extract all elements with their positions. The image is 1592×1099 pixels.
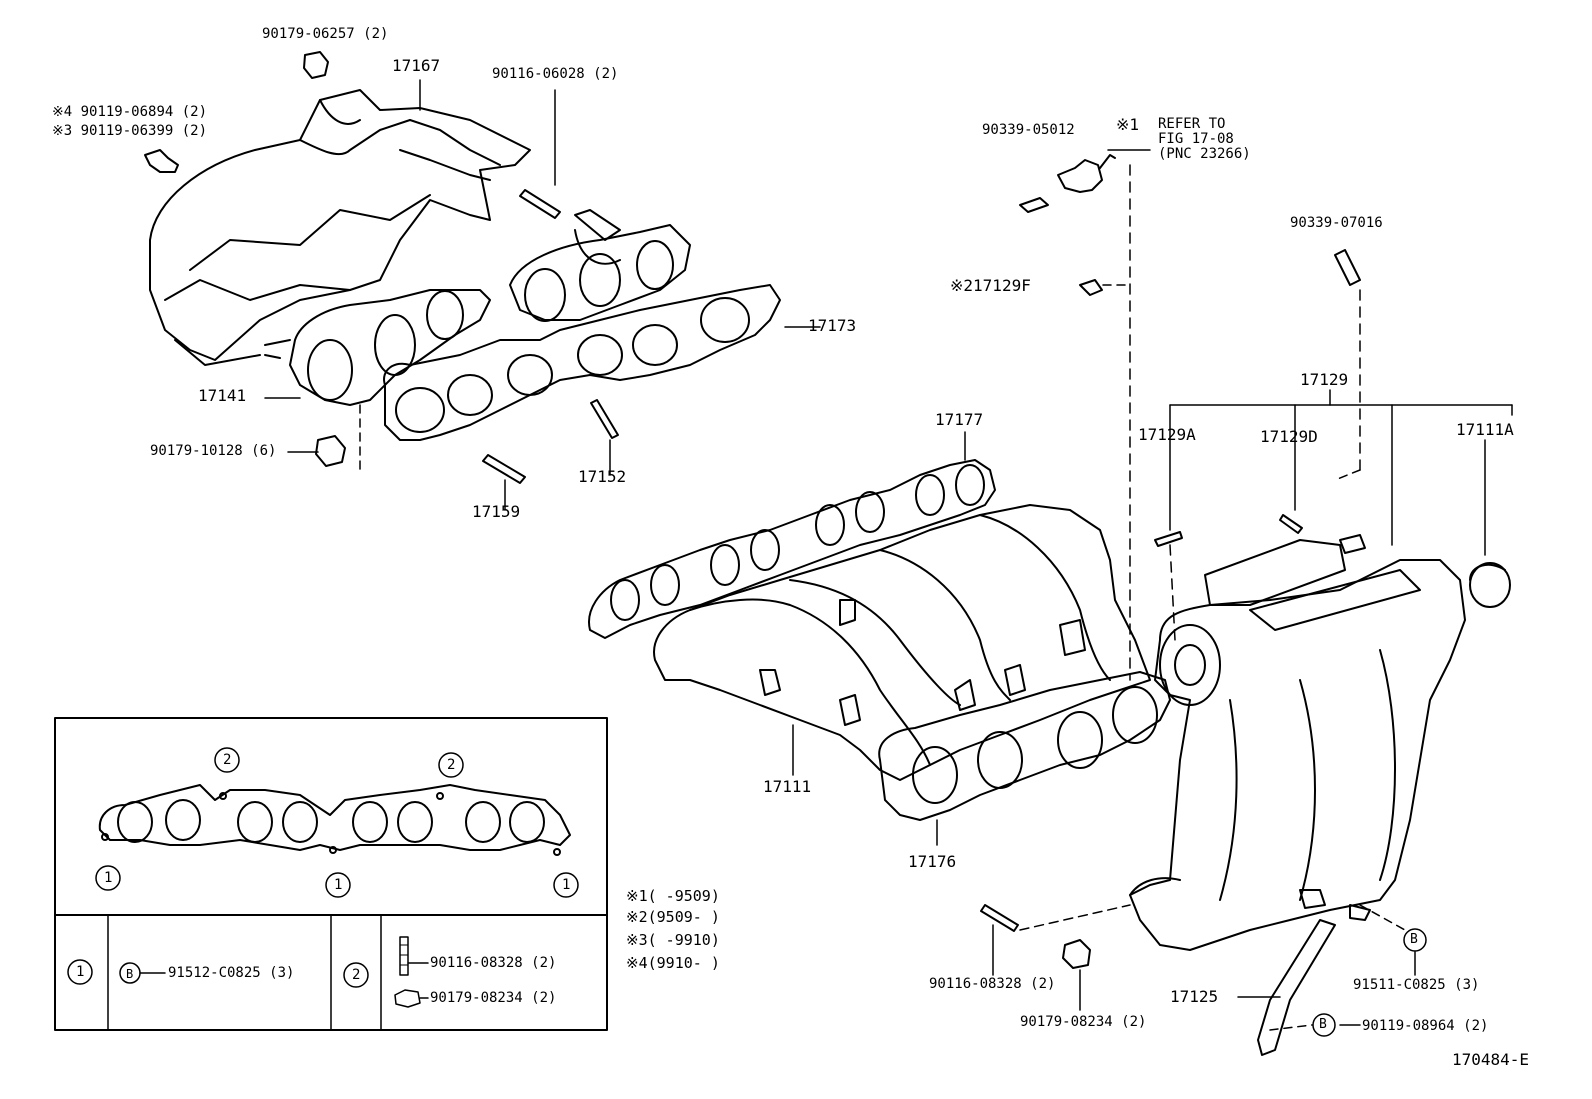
inset-callout-1: 1 [334,877,343,893]
part-label: 17167 [392,56,441,75]
part-label: ※4 90119-06894 (2) [52,104,208,120]
stud-icon [980,904,1019,932]
part-label: 90116-06028 (2) [492,66,619,82]
intake-manifold-17111 [653,504,1151,781]
stud-icon [482,189,619,484]
part-label: 17125 [1170,987,1219,1006]
part-label: 90339-05012 [982,122,1075,138]
inset-row2-part: 90179-08234 (2) [430,990,557,1006]
part-label: 90179-08234 (2) [1020,1014,1147,1030]
stud-icon [1154,514,1366,554]
part-label: 17173 [808,316,857,335]
part-label: 90119-08964 (2) [1362,1018,1489,1034]
part-label: 17129D [1260,427,1318,446]
gasket-17177 [588,459,996,639]
part-label: 17129 [1300,370,1349,389]
b-callout-letter: B [1319,1017,1327,1032]
nut-icon [315,435,346,467]
part-label: 90179-06257 (2) [262,26,389,42]
part-label: 17159 [472,502,521,521]
part-label: 90179-10128 (6) [150,443,277,459]
intake-chamber-right [1129,539,1466,951]
bracket-17125 [1257,919,1336,1056]
b-callout-icon [1312,1013,1336,1037]
gasket-17176 [878,671,1171,821]
inset-callout-2: 2 [223,752,232,768]
plug-cap-icon [1469,562,1511,608]
part-label: 17129A [1138,425,1196,444]
part-label: 17141 [198,386,247,405]
inset-callout-1: 1 [104,870,113,886]
part-label: 17111A [1456,420,1514,439]
ref-note: FIG 17-08 [1158,131,1234,147]
inset-callout-1: 1 [562,877,571,893]
part-label: 17111 [763,777,812,796]
inset-box [54,717,608,1031]
part-label: ※3 90119-06399 (2) [52,123,208,139]
air-intake-chamber-upper [149,89,691,406]
figure-code: 170484-E [1452,1050,1530,1069]
inset-callout-2: 2 [447,757,456,773]
part-label: 17152 [578,467,627,486]
part-label: ※217129F [950,276,1031,295]
date-note: ※1( -9509) [626,887,720,905]
inset-row2-part: 90116-08328 (2) [430,955,557,971]
inset-row1-part: 91512-C0825 (3) [168,965,295,981]
part-label: 17177 [935,410,984,429]
nut-icon [1062,939,1091,969]
part-label: 90339-07016 [1290,215,1383,231]
date-note: ※2(9509- ) [626,908,720,926]
part-label: 90116-08328 (2) [929,976,1056,992]
part-label: 91511-C0825 (3) [1353,977,1480,993]
bolt-icon [144,51,329,173]
date-note: ※3( -9910) [626,931,720,949]
inset-row1-b: B [126,967,134,981]
date-note: ※4(9910- ) [626,954,720,972]
ref-note: (PNC 23266) [1158,146,1251,162]
b-callout-icon [1403,928,1427,952]
inset-row1-marker: 1 [76,964,85,980]
gasket-17173 [383,284,781,441]
ref-mark: ※1 [1116,115,1140,134]
b-callout-letter: B [1410,932,1418,947]
part-label: 17176 [908,852,957,871]
inset-row2-marker: 2 [352,967,361,983]
ref-note: REFER TO [1158,116,1226,132]
plug-icon [1019,154,1361,296]
